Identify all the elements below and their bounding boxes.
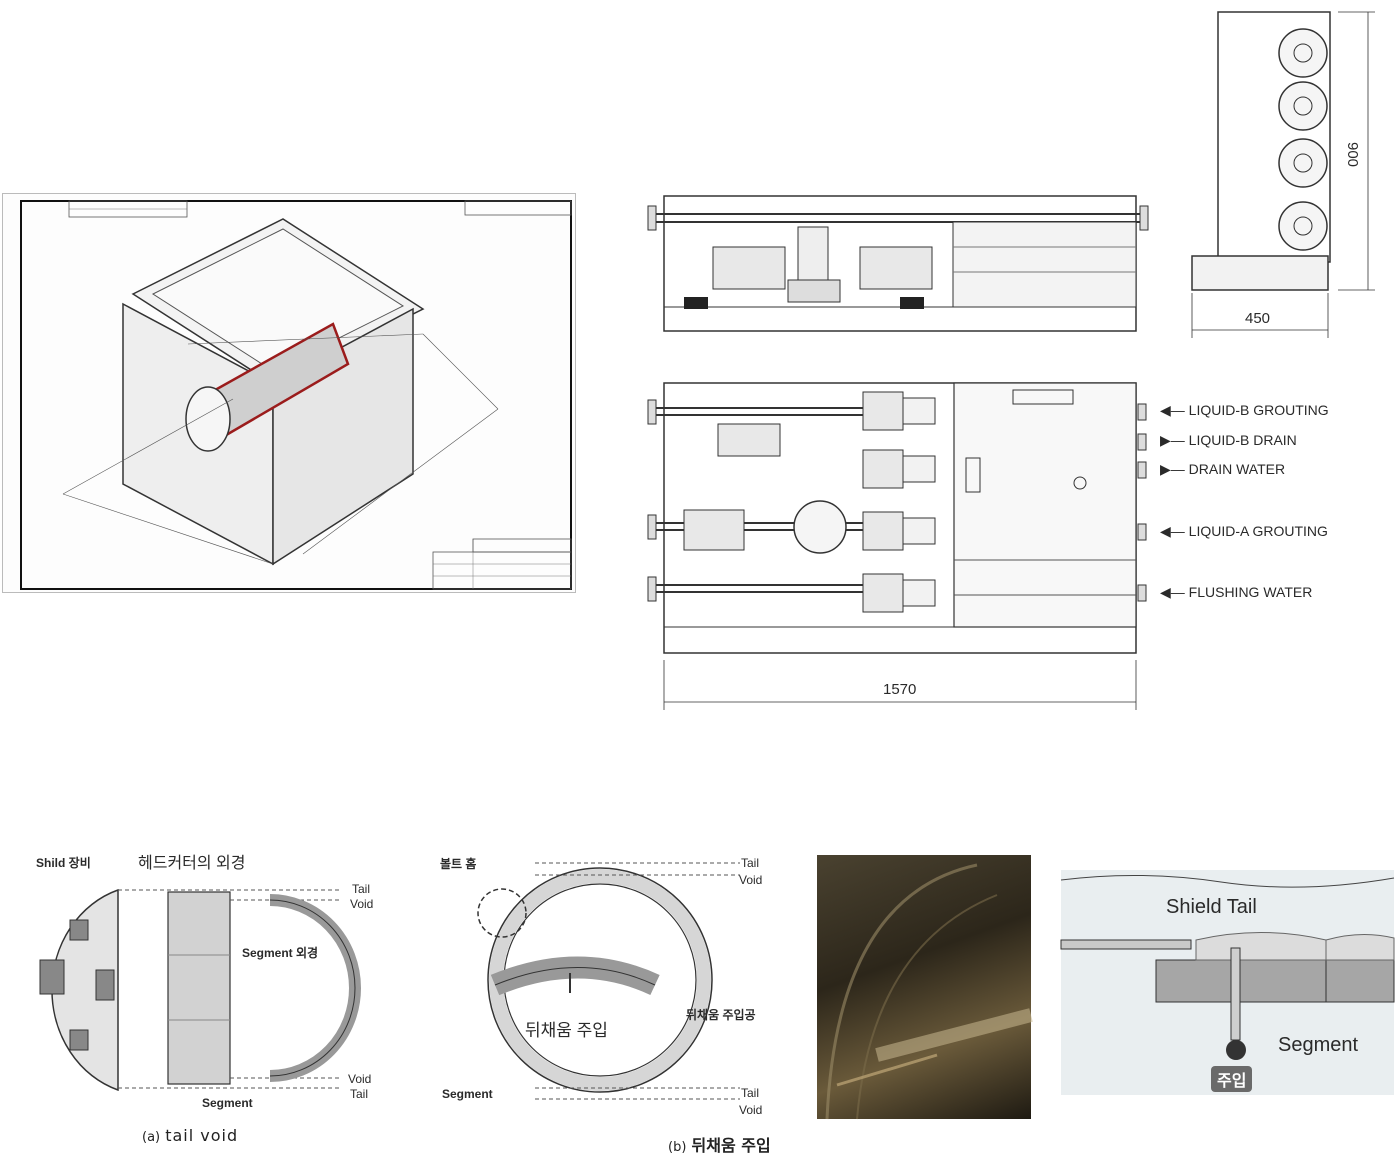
port-label-liquid-a-grouting: ◀— LIQUID-A GROUTING xyxy=(1160,523,1328,539)
inject-badge: 주입 xyxy=(1211,1066,1253,1092)
tail-label-top-a: Tail xyxy=(352,882,371,896)
tail-label-bottom-b: Tail xyxy=(741,1086,760,1100)
front-elevation-drawing xyxy=(1191,11,1375,338)
tail-label-bottom-a: Tail xyxy=(350,1087,369,1101)
cutter-od-label: 헤드커터의 외경 xyxy=(138,855,246,872)
tunnel-photo-sketch xyxy=(825,863,1033,1120)
caption-a-prefix: (a) xyxy=(142,1130,161,1145)
caption-b: (b) 뒤채움 주입 xyxy=(668,1132,771,1156)
shield-equipment-label: Shild 장비 xyxy=(36,856,91,870)
void-label-top-a: Void xyxy=(350,897,374,911)
shield-tail-label: Shield Tail xyxy=(1166,896,1257,918)
shield-tail-diagram: Shield Tail Segment 주입 xyxy=(1060,870,1395,1095)
port-text: LIQUID-A GROUTING xyxy=(1188,523,1328,539)
tunnel-photo xyxy=(817,855,1033,1120)
void-label-bottom-b: Void xyxy=(739,1103,763,1117)
port-label-flushing-water: ◀— FLUSHING WATER xyxy=(1160,584,1313,600)
shield-tail-sketch xyxy=(1060,874,1395,1060)
isometric-drawing-sheet xyxy=(2,193,576,593)
caption-b-text: 뒤채움 주입 xyxy=(691,1136,771,1155)
port-text: LIQUID-B DRAIN xyxy=(1188,432,1297,448)
plan-view-drawing xyxy=(647,382,1147,710)
caption-a-text: tail void xyxy=(165,1126,239,1145)
caption-a: (a) tail void xyxy=(142,1126,238,1145)
port-text: FLUSHING WATER xyxy=(1188,584,1313,600)
tail-void-diagram xyxy=(39,888,361,1092)
segment-label-c: Segment xyxy=(1278,1034,1359,1056)
dim-width-450: 450 xyxy=(1245,310,1271,327)
dim-length-1570: 1570 xyxy=(883,681,917,698)
port-text: DRAIN WATER xyxy=(1188,461,1286,477)
port-text: LIQUID-B GROUTING xyxy=(1188,402,1329,418)
void-label-bottom-a: Void xyxy=(348,1072,372,1086)
backfill-diagram xyxy=(477,862,740,1100)
dim-height-900: 900 xyxy=(1344,142,1361,168)
side-elevation-drawing xyxy=(647,195,1149,332)
tail-label-top-b: Tail xyxy=(741,856,760,870)
injection-port-label: 뒤채움 주입공 xyxy=(686,1008,756,1022)
port-label-drain-water: ▶— DRAIN WATER xyxy=(1160,461,1286,477)
segment-label-b: Segment xyxy=(442,1087,493,1101)
segment-label-a: Segment xyxy=(202,1096,253,1110)
bolt-hole-label: 볼트 홈 xyxy=(440,857,477,871)
segment-od-label: Segment 외경 xyxy=(242,946,319,960)
caption-b-prefix: (b) xyxy=(668,1140,687,1155)
port-label-liquid-b-grouting: ◀— LIQUID-B GROUTING xyxy=(1160,402,1329,418)
isometric-drawing xyxy=(20,200,572,590)
void-label-top-b: Void xyxy=(739,873,763,887)
port-label-liquid-b-drain: ▶— LIQUID-B DRAIN xyxy=(1160,432,1297,448)
backfill-injection-label: 뒤채움 주입 xyxy=(525,1021,608,1040)
